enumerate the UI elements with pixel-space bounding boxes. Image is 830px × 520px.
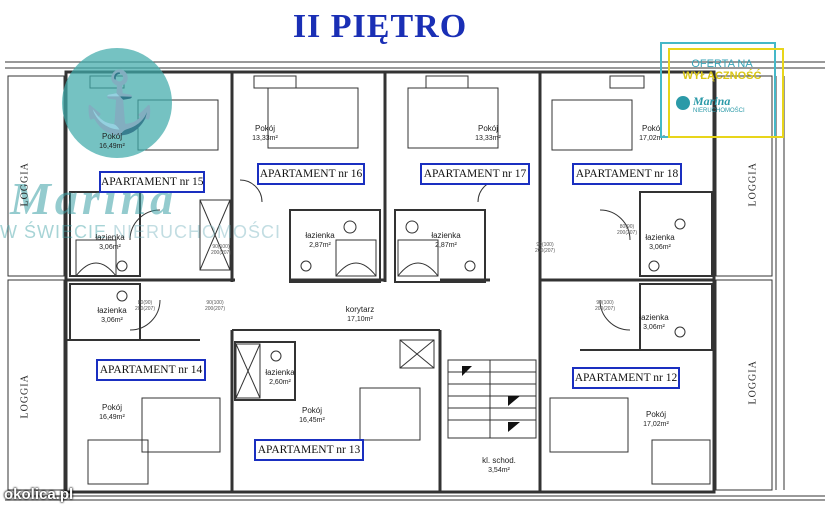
watermark-tagline: W ŚWIECIE NIERUCHOMOŚCI [0, 222, 282, 242]
anchor-icon [676, 96, 690, 110]
apartment-label: APARTAMENT nr 16 [257, 163, 365, 185]
door-label: 80(90)200(207) [616, 224, 637, 236]
apartment-label: APARTAMENT nr 18 [572, 163, 682, 185]
apartment-label: APARTAMENT nr 13 [254, 439, 364, 461]
door-label: 80(90)200(207) [134, 300, 155, 312]
watermark-logo-circle [62, 48, 172, 158]
door-label: 90(100)200(207) [204, 300, 225, 312]
loggia-label: LOGGIA [747, 360, 759, 405]
offer-brand: Marina [693, 94, 731, 108]
apartment-label: APARTAMENT nr 14 [96, 359, 206, 381]
apartment-label: APARTAMENT nr 15 [99, 171, 205, 193]
loggia-label: LOGGIA [747, 162, 759, 207]
loggia-label: LOGGIA [19, 162, 31, 207]
site-watermark: okolica.pl [4, 486, 74, 503]
apartment-label: APARTAMENT nr 12 [572, 367, 680, 389]
floor-title: II PIĘTRO [292, 8, 468, 45]
room-label: kl. schod.3,54m² [482, 456, 516, 474]
door-label: 90(100)200(207) [534, 242, 555, 254]
door-label: 90(100)200(207) [594, 300, 615, 312]
door-label: 90(100)200(207) [210, 244, 231, 256]
loggia-label: LOGGIA [19, 374, 31, 419]
offer-badge-inner [668, 48, 784, 138]
anchor-icon: ⚓ [82, 69, 157, 136]
apartment-label: APARTAMENT nr 17 [420, 163, 530, 185]
offer-sub: NIERUCHOMOŚCI [693, 108, 745, 114]
